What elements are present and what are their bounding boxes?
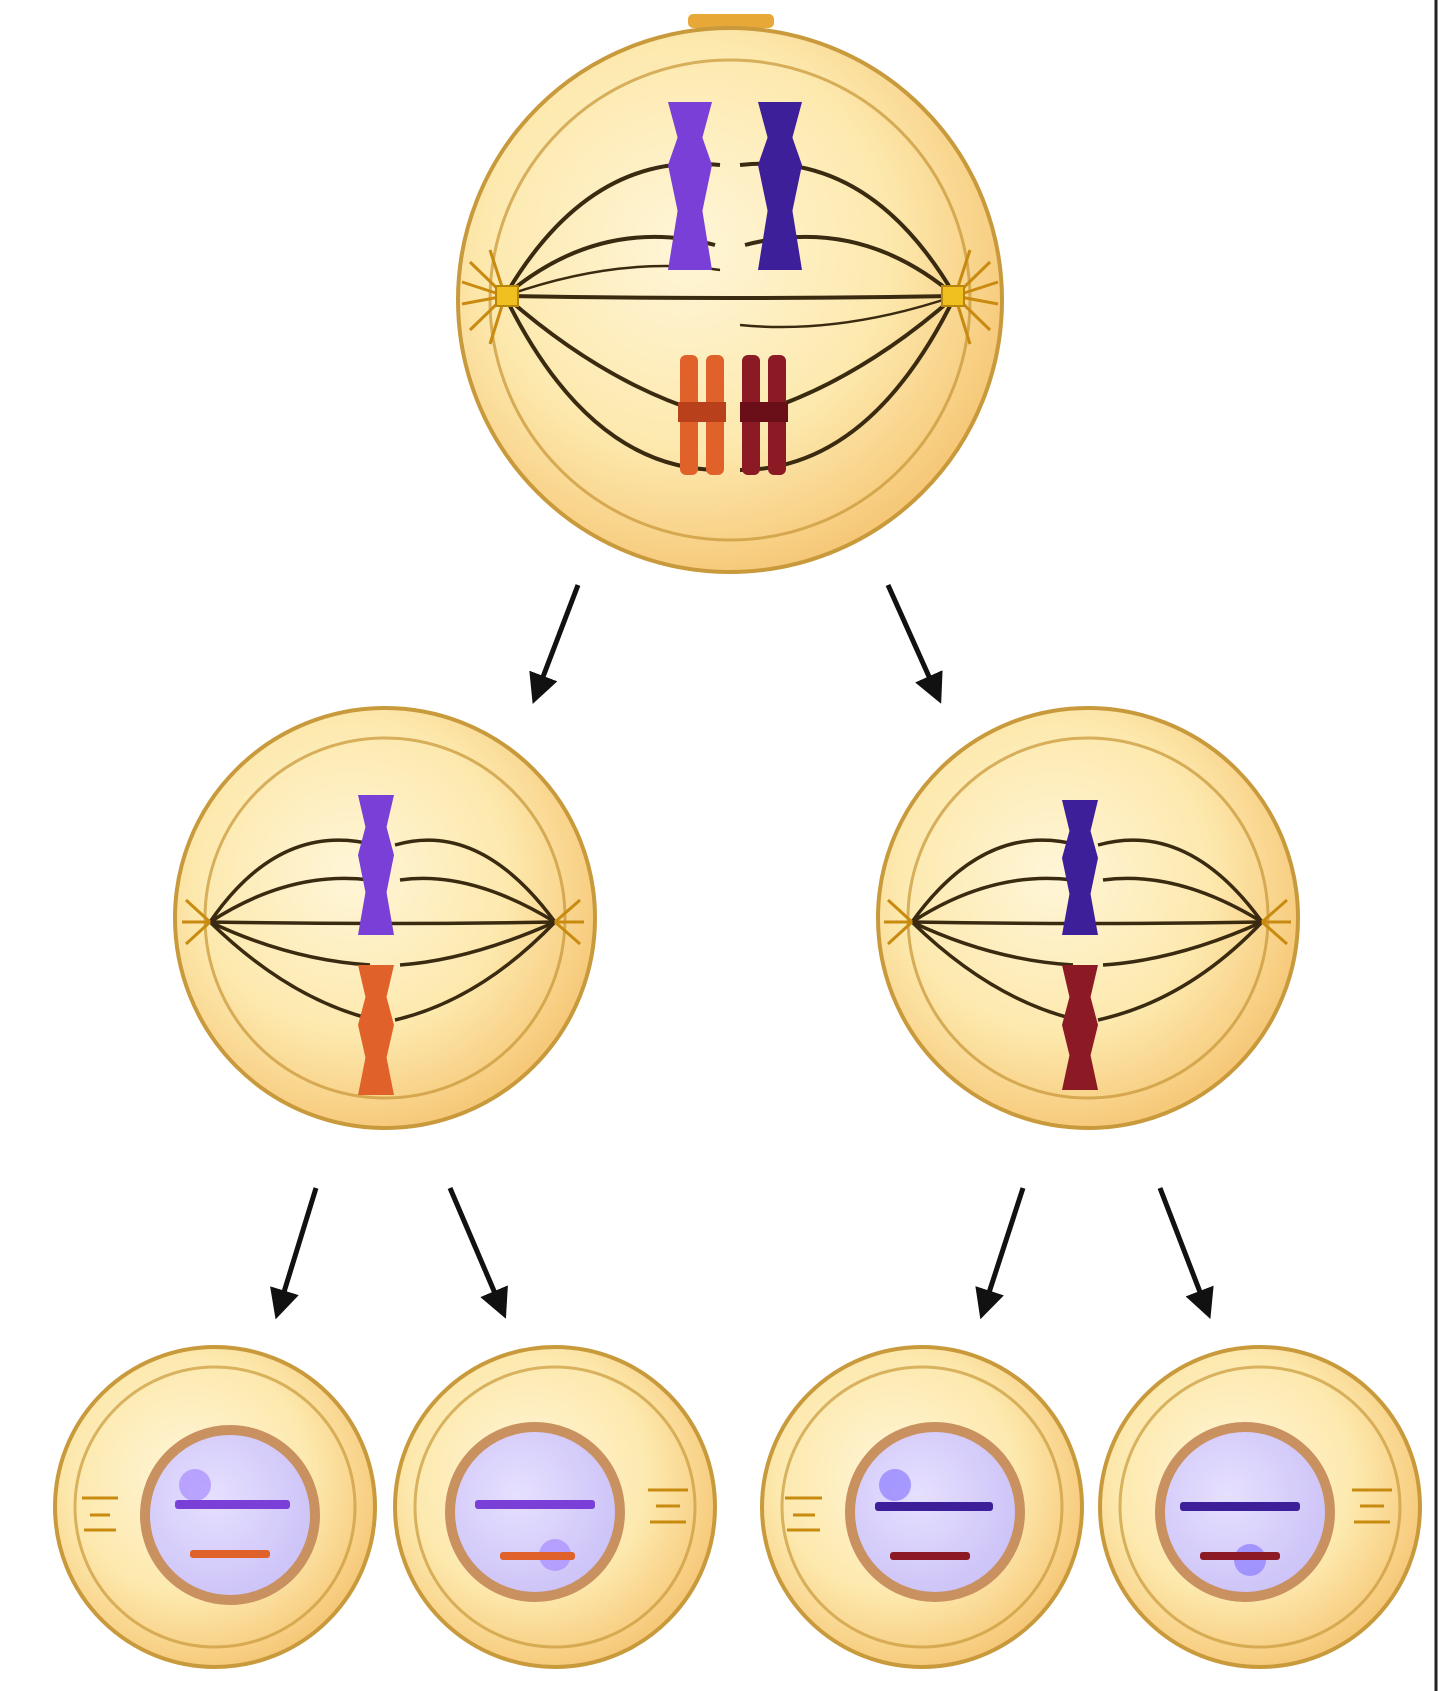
gamete-cell-3 xyxy=(762,1347,1082,1667)
chromosome-icon xyxy=(1062,965,1098,1090)
down-arrow-icon xyxy=(888,585,935,690)
gamete-cell-1 xyxy=(55,1347,375,1667)
nucleus xyxy=(850,1427,1020,1597)
chromosome-icon xyxy=(1200,1552,1280,1560)
down-arrow-icon xyxy=(280,1188,316,1305)
cell-top-cap xyxy=(688,14,774,28)
gamete-cell-4 xyxy=(1100,1347,1420,1667)
chromosome-icon xyxy=(890,1552,970,1560)
chromosome-icon xyxy=(358,965,394,1095)
parent-cell xyxy=(458,14,1002,572)
nucleus xyxy=(145,1430,315,1600)
centrosome-icon xyxy=(942,286,964,306)
chromosome-icon xyxy=(1180,1502,1300,1511)
gamete-cell-2 xyxy=(395,1347,715,1667)
chromosome-icon xyxy=(475,1500,595,1509)
chromosome-icon xyxy=(358,795,394,935)
chromosome-icon xyxy=(175,1500,290,1509)
down-arrow-icon xyxy=(450,1188,500,1305)
centrosome-icon xyxy=(496,286,518,306)
down-arrow-icon xyxy=(538,585,578,690)
nucleus xyxy=(450,1427,620,1597)
chromosome-icon xyxy=(190,1550,270,1558)
daughter-cell-right xyxy=(878,708,1298,1128)
down-arrow-icon xyxy=(1160,1188,1205,1305)
chromosome-icon xyxy=(1062,800,1098,935)
chromosome-icon xyxy=(500,1552,575,1560)
chromosome-icon xyxy=(875,1502,993,1511)
down-arrow-icon xyxy=(985,1188,1023,1305)
daughter-cell-left xyxy=(175,708,595,1128)
